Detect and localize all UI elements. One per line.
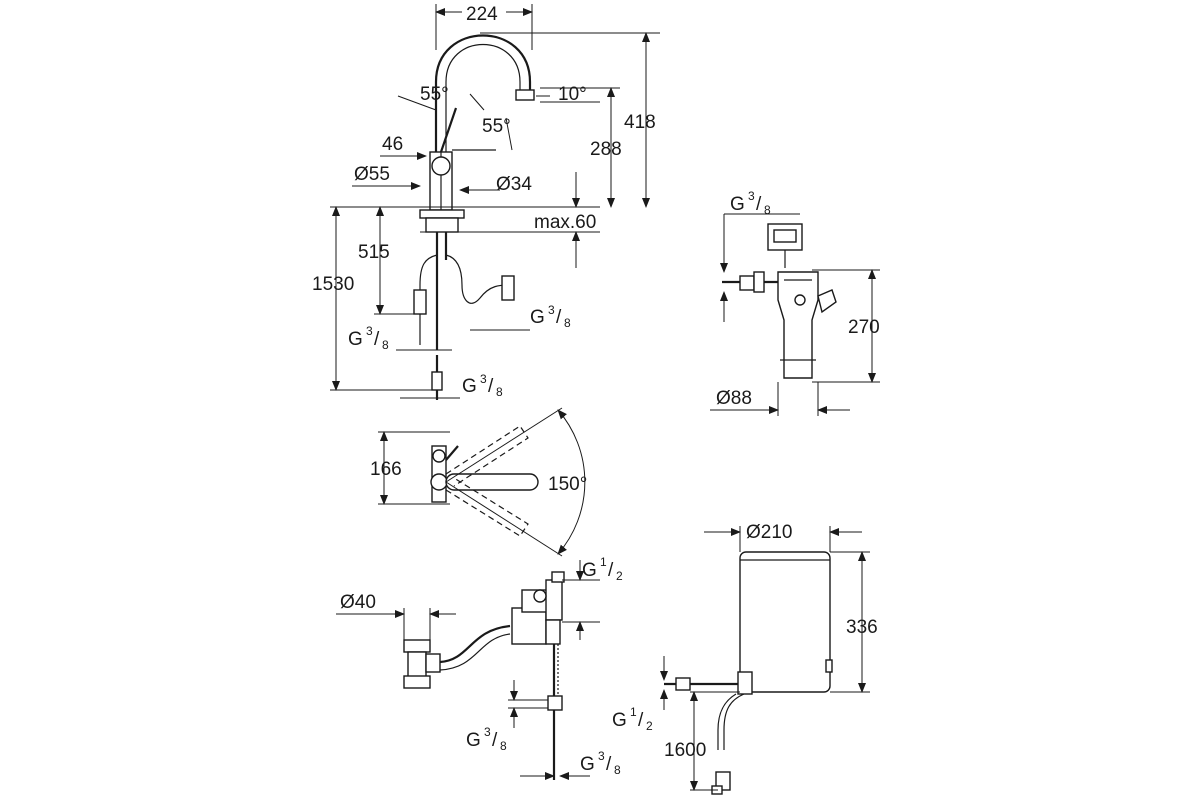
- svg-text:/: /: [492, 730, 498, 751]
- svg-text:8: 8: [496, 385, 503, 399]
- thread-bottom-g: G: [462, 376, 477, 397]
- svg-text:1: 1: [600, 555, 607, 569]
- dim-336: 336: [846, 617, 878, 638]
- dim-o55: Ø55: [354, 164, 390, 185]
- svg-text:1: 1: [630, 705, 637, 719]
- svg-text:3: 3: [484, 725, 491, 739]
- faucet-lever: [439, 107, 458, 153]
- thread-left-g: G: [348, 329, 363, 350]
- valve-view: Ø40 G 1 / 2 G 3 / 8 G 3 / 8: [336, 555, 623, 780]
- svg-text:3: 3: [480, 372, 487, 386]
- thread-right-g: G: [530, 307, 545, 328]
- filter-thread-g: G: [730, 194, 745, 215]
- valve-thread-right-g: G: [580, 754, 595, 775]
- svg-text:2: 2: [646, 719, 653, 733]
- svg-text:8: 8: [382, 338, 389, 352]
- boiler-view: Ø210 336 G 1 / 2 1600: [612, 522, 878, 795]
- svg-text:2: 2: [616, 569, 623, 583]
- svg-text:8: 8: [614, 763, 621, 777]
- swivel-view: 150° 166: [370, 407, 587, 557]
- svg-text:/: /: [638, 710, 644, 731]
- svg-text:3: 3: [548, 303, 555, 317]
- boiler-thread-g: G: [612, 710, 627, 731]
- svg-text:8: 8: [500, 739, 507, 753]
- svg-text:3: 3: [598, 749, 605, 763]
- dim-270: 270: [848, 317, 880, 338]
- svg-text:/: /: [556, 307, 562, 328]
- valve-block: [511, 607, 547, 645]
- dim-o34: Ø34: [496, 174, 532, 195]
- valve-thread-top-g: G: [582, 560, 597, 581]
- faucet-view: 224 418 288 55° 55° 10° 46 Ø55 Ø34 max.6…: [312, 2, 660, 400]
- dim-515: 515: [358, 242, 390, 263]
- angle-150: 150°: [548, 474, 587, 495]
- dim-418: 418: [624, 112, 656, 133]
- dim-max60: max.60: [534, 212, 596, 233]
- svg-text:3: 3: [366, 324, 373, 338]
- swing-arc: [557, 409, 586, 555]
- angle-55-right: 55°: [482, 116, 511, 137]
- dim-224: 224: [466, 4, 498, 25]
- dim-166: 166: [370, 459, 402, 480]
- dim-46: 46: [382, 134, 403, 155]
- boiler-tank: [739, 551, 831, 693]
- faucet-spout: [434, 34, 532, 152]
- svg-text:3: 3: [748, 189, 755, 203]
- svg-text:/: /: [488, 376, 494, 397]
- angle-55-left: 55°: [420, 84, 449, 105]
- svg-text:8: 8: [564, 316, 571, 330]
- filter-view: G 3 / 8 270 Ø88: [710, 189, 880, 416]
- svg-text:8: 8: [764, 203, 771, 217]
- filter-housing: [777, 271, 819, 379]
- angle-10: 10°: [558, 84, 587, 105]
- dim-o88: Ø88: [716, 388, 752, 409]
- dim-1530: 1530: [312, 274, 354, 295]
- svg-text:/: /: [374, 329, 380, 350]
- valve-thread-bottom-g: G: [466, 730, 481, 751]
- dim-288: 288: [590, 139, 622, 160]
- dim-o210: Ø210: [746, 522, 792, 543]
- dim-o40: Ø40: [340, 592, 376, 613]
- svg-text:/: /: [608, 560, 614, 581]
- svg-text:/: /: [606, 754, 612, 775]
- svg-text:/: /: [756, 194, 762, 215]
- dim-1600: 1600: [664, 740, 706, 761]
